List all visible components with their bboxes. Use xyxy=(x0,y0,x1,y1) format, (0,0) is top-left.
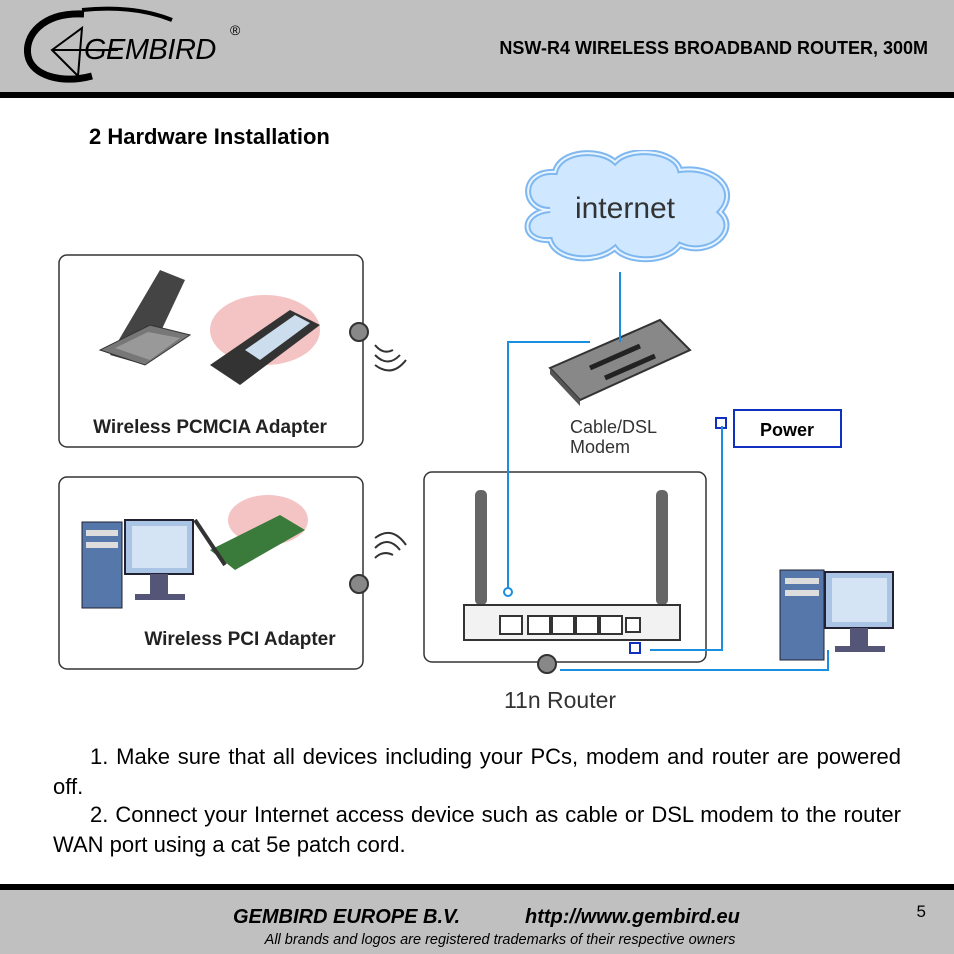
internet-label: internet xyxy=(575,192,676,225)
section-title: 2 Hardware Installation xyxy=(89,124,330,149)
page-footer: GEMBIRD EUROPE B.V. http://www.gembird.e… xyxy=(0,884,954,954)
right-pc-icon xyxy=(779,569,894,661)
page-number: 5 xyxy=(916,902,926,921)
wifi-node-icon xyxy=(349,322,369,342)
footer-company: GEMBIRD EUROPE B.V. xyxy=(233,906,461,928)
cables xyxy=(507,272,829,671)
internet-cloud-icon xyxy=(524,150,731,263)
pci-label: Wireless PCI Adapter xyxy=(144,629,336,650)
power-box xyxy=(733,409,842,448)
footer-trademark-note: All brands and logos are registered trad… xyxy=(264,932,736,948)
page-header: GEMBIRD ® NSW-R4 WIRELESS BROADBAND ROUT… xyxy=(0,0,954,98)
wifi-signal-icon xyxy=(374,344,407,372)
document-title: NSW-R4 WIRELESS BROADBAND ROUTER, 300M xyxy=(499,38,928,58)
wan-connector-icon xyxy=(503,587,513,597)
modem-label-1: Cable/DSL xyxy=(570,417,657,437)
logo-text: GEMBIRD xyxy=(84,34,216,66)
power-label: Power xyxy=(760,420,814,440)
router-icon xyxy=(463,490,681,641)
footer-url[interactable]: http://www.gembird.eu xyxy=(525,906,740,928)
laptop-icon xyxy=(98,270,192,366)
modem-label-2: Modem xyxy=(570,437,630,457)
step-2-text: 2. Connect your Internet access device s… xyxy=(53,802,901,857)
logo-swoosh-icon xyxy=(23,6,173,83)
wifi-signal-icon xyxy=(374,531,407,559)
pci-card-icon xyxy=(193,495,308,570)
pcmcia-label: Wireless PCMCIA Adapter xyxy=(93,417,327,438)
modem-icon xyxy=(548,318,692,406)
gembird-logo: GEMBIRD ® xyxy=(22,6,252,88)
wifi-node-icon xyxy=(349,574,369,594)
router-label: 11n Router xyxy=(504,687,616,713)
desktop-pc-icon xyxy=(81,519,194,609)
step-1-text: 1. Make sure that all devices including … xyxy=(53,744,901,799)
installation-diagram: internet Wireless PCMCIA Adapter Wireles… xyxy=(58,150,894,713)
registered-mark: ® xyxy=(230,22,241,38)
router-wifi-node-icon xyxy=(537,654,557,674)
power-jack-icon xyxy=(629,642,641,654)
pcmcia-card-icon xyxy=(210,295,320,385)
